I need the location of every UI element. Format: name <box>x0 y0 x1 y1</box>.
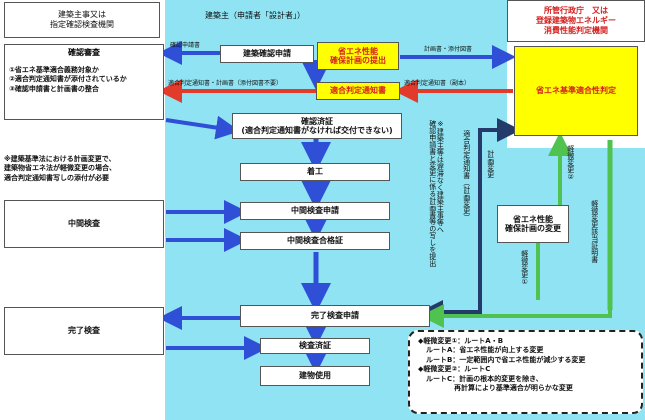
label-confirm-application: 確認申請書 <box>170 42 201 49</box>
judge-box: 省エネ基準適合性判定 <box>514 46 638 136</box>
arrow-to-final <box>419 300 482 324</box>
label-submit-note: ※建築主等は遅滞なく建築主事等へ 確認申請書と変更に係る計画書等の写しを提出 <box>428 120 445 267</box>
interim-pass-box: 中間検査合格証 <box>240 232 390 250</box>
final-inspection: 完了検査 <box>4 307 164 355</box>
label-notice-copy: 適合判定通知書（副本） <box>404 80 471 87</box>
review-item-2: ②適合判定通知書が添付されているか <box>9 75 127 84</box>
change-note: ※建築基準法における計画変更で、 建築物省エネ法が軽微変更の場合、 適合判定通知… <box>4 155 116 182</box>
label-notice-plan: 適合判定通知書・計画書（添付図書不要） <box>168 80 283 87</box>
review-item-1: ①省エネ基準適合義務対象か <box>9 66 99 74</box>
legend-route-c1: ルートC：計画の根本的変更を除き、 <box>426 374 543 383</box>
review-block: 確認審査 ①省エネ基準適合義務対象か ②適合判定通知書が添付されているか ③確認… <box>4 44 164 120</box>
energy-plan-submit-box: 省エネ性能 確保計画の提出 <box>317 42 399 70</box>
confirmed-box: 確認済証 (適合判定通知書がなければ交付できない) <box>232 113 402 139</box>
permit-application-box: 建築確認申請 <box>220 45 314 63</box>
construction-box: 着工 <box>240 163 390 181</box>
applicant-header: 建築主（申請者「設計者」） <box>205 11 305 20</box>
authority-header: 建築主事又は 指定確認検査機関 <box>4 2 160 38</box>
building-use-box: 建物使用 <box>260 366 370 386</box>
legend-route-b: ルートB：一定範囲内で省エネ性能が減少する変更 <box>426 355 586 364</box>
label-minor-change-1: 軽微変更① <box>520 250 529 286</box>
label-minor-change-2: 軽微変更② <box>566 145 575 181</box>
legend-route-c2: 再計算により基準適合が明らかな変更 <box>454 384 573 393</box>
inspection-cert-box: 検査済証 <box>260 338 370 354</box>
legend-title-2: ◆軽微変更②：ルートC <box>418 365 491 374</box>
final-application-box: 完了検査申請 <box>240 305 430 327</box>
legend-title-1: ◆軽微変更①：ルートA・B <box>418 337 504 345</box>
legend-route-a: ルートA：省エネ性能が向上する変更 <box>426 346 544 355</box>
label-plan-docs: 計画書・添付図書 <box>424 46 473 53</box>
judge-header: 所管行政庁 又は 登録建築物エネルギー 消費性能判定機関 <box>507 0 645 42</box>
label-notice-change: 適合判定通知書（計画変更） <box>462 130 471 221</box>
label-minor-cert: 軽微変更該当証明書 <box>590 200 599 263</box>
legend-box: ◆軽微変更①：ルートA・B ルートA：省エネ性能が向上する変更 ルートB：一定範… <box>408 330 643 414</box>
review-title: 確認審査 <box>68 48 100 57</box>
notice-box: 適合判定通知書 <box>316 82 400 100</box>
interim-inspection: 中間検査 <box>4 200 164 248</box>
arrow-plan-change <box>478 118 521 300</box>
interim-application-box: 中間検査申請 <box>240 202 390 220</box>
plan-change-box: 省エネ性能 確保計画の変更 <box>497 205 569 243</box>
review-item-3: ③確認申請書と計画書の整合 <box>9 84 99 93</box>
label-plan-change: 計画変更 <box>486 150 495 178</box>
arrow-review-confirmed <box>165 115 240 140</box>
